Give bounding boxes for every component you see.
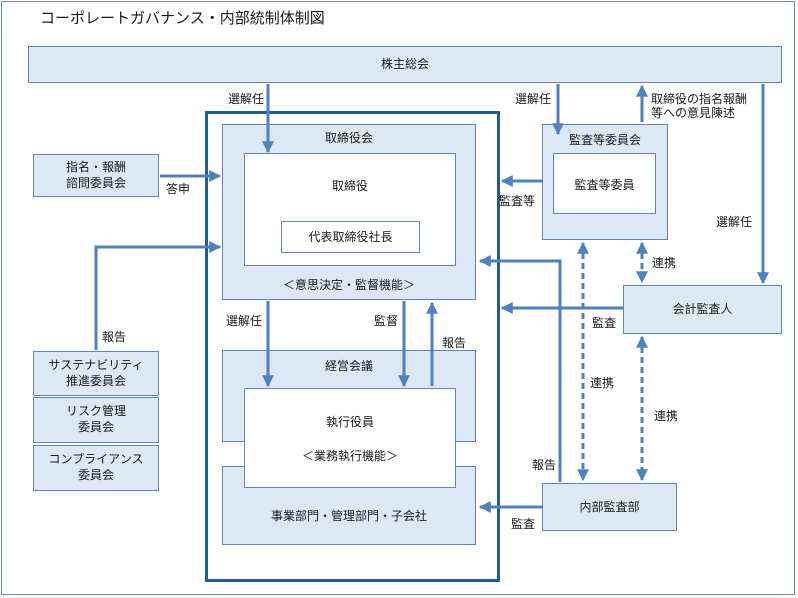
page-title: コーポレートガバナンス・内部統制体制図 <box>40 9 325 27</box>
label-audit-etc: 監査等 <box>499 194 536 208</box>
board-function-label: ＜意思決定・監督機能＞ <box>282 278 415 292</box>
label-elect-audit: 選解任 <box>515 92 552 106</box>
departments-label: 事業部門・管理部門・子会社 <box>270 509 427 523</box>
president-box: 代表取締役社長 <box>281 221 420 253</box>
sustainability-line1: サステナビリティ <box>48 358 144 372</box>
label-opinion-line2: 等への意見陳述 <box>651 106 736 120</box>
label-elect-officers: 選解任 <box>226 314 263 328</box>
audit-committee-label: 監査等委員会 <box>568 133 641 147</box>
directors-label: 取締役 <box>331 179 368 193</box>
accounting-auditor-box: 会計監査人 <box>623 285 782 334</box>
president-label: 代表取締役社長 <box>308 230 393 244</box>
board-execution-frame <box>205 111 500 582</box>
label-report-committees: 報告 <box>102 330 127 344</box>
label-report-internal: 報告 <box>532 458 557 472</box>
label-elect-board: 選解任 <box>228 92 265 106</box>
sustainability-line2: 推進委員会 <box>65 374 126 388</box>
audit-members-box: 監査等委員 <box>553 153 656 214</box>
officers-function-label: ＜業務執行機能＞ <box>301 449 398 463</box>
risk-line2: 委員会 <box>77 420 114 434</box>
label-cooperation-internal-auditor: 連携 <box>654 409 679 423</box>
officers-label: 執行役員 <box>325 415 374 429</box>
arrow-report-internal <box>478 255 562 482</box>
label-audit-internal: 監査 <box>511 517 536 531</box>
label-elect-auditor: 選解任 <box>716 215 753 229</box>
management-meeting-label: 経営会議 <box>324 359 373 373</box>
shareholders-meeting-box: 株主総会 <box>28 46 782 83</box>
nomination-committee-box: 指名・報酬 諮問委員会 <box>33 154 159 197</box>
shareholders-meeting-label: 株主総会 <box>380 57 429 71</box>
officers-box: 執行役員 ＜業務執行機能＞ <box>244 388 456 488</box>
risk-committee-box: リスク管理 委員会 <box>33 397 159 443</box>
label-cooperation-audit-auditor: 連携 <box>652 256 677 270</box>
internal-audit-box: 内部監査部 <box>542 483 677 531</box>
audit-members-label: 監査等委員 <box>574 178 635 192</box>
risk-line1: リスク管理 <box>65 404 126 418</box>
compliance-committee-box: コンプライアンス 委員会 <box>33 445 159 491</box>
sustainability-committee-box: サステナビリティ 推進委員会 <box>33 351 159 396</box>
label-supervise: 監督 <box>374 314 399 328</box>
nomination-line1: 指名・報酬 <box>65 160 126 174</box>
internal-audit-label: 内部監査部 <box>579 500 640 514</box>
accounting-auditor-label: 会計監査人 <box>672 302 733 316</box>
label-audit-by-auditor: 監査 <box>592 316 617 330</box>
label-cooperation-internal: 連携 <box>590 376 615 390</box>
label-opinion-line1: 取締役の指名報酬 <box>651 92 748 106</box>
label-answer: 答申 <box>166 182 191 196</box>
compliance-line2: 委員会 <box>77 468 114 482</box>
compliance-line1: コンプライアンス <box>48 452 144 466</box>
arrow-report-committees <box>94 241 222 350</box>
label-report-officers: 報告 <box>442 336 467 350</box>
nomination-line2: 諮問委員会 <box>65 176 126 190</box>
board-label: 取締役会 <box>324 131 373 145</box>
